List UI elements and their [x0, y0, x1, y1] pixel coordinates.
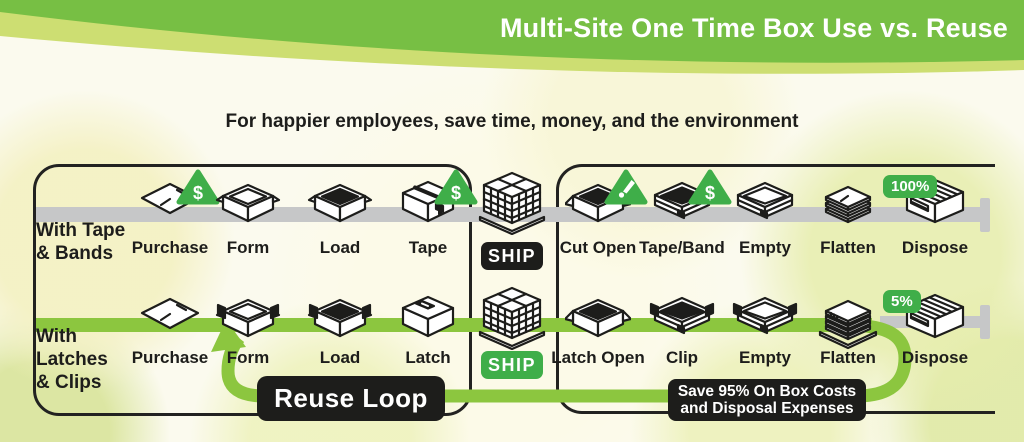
- step-label-latch-open: Latch Open: [551, 348, 645, 367]
- step-label-tape: Tape: [408, 238, 448, 257]
- step-label-cut-open: Cut Open: [559, 238, 637, 257]
- step-label-dispose: Dispose: [901, 348, 969, 367]
- step-label-clip: Clip: [665, 348, 699, 367]
- empty-box-icon: [732, 177, 798, 234]
- step-label-latch: Latch: [405, 348, 451, 367]
- origin-phase-outline: [33, 164, 472, 416]
- cost-triangle-icon: $: [434, 168, 478, 211]
- save-95-badge: Save 95% On Box Costs and Disposal Expen…: [668, 379, 866, 421]
- save-badge-line1: Save 95% On Box Costs: [677, 383, 857, 400]
- step-label-flatten: Flatten: [820, 348, 876, 367]
- row-label-tape-bands: With Tape& Bands: [36, 220, 126, 264]
- cost-triangle-icon: $: [688, 168, 732, 211]
- step-label-purchase: Purchase: [131, 238, 209, 257]
- ship-badge-tape-bands: SHIP: [481, 242, 543, 270]
- svg-text:$: $: [451, 183, 461, 203]
- step-label-form: Form: [226, 238, 270, 257]
- percent-badge-tape-bands: 100%: [883, 175, 938, 198]
- step-label-purchase: Purchase: [131, 348, 209, 367]
- latch-form-box-icon: [215, 292, 281, 349]
- step-label-tape-band: Tape/Band: [639, 238, 725, 257]
- percent-badge-latches-clips: 5%: [883, 290, 921, 313]
- box-cutter-triangle-icon: [604, 168, 648, 211]
- empty-clip-box-icon: [732, 292, 798, 349]
- flow-end-cap-top: [980, 198, 990, 232]
- latched-box-icon: [395, 292, 461, 349]
- step-label-empty: Empty: [739, 238, 791, 257]
- page-title: Multi-Site One Time Box Use vs. Reuse: [499, 13, 1008, 43]
- step-label-form: Form: [226, 348, 270, 367]
- latch-open-box-icon: [563, 292, 633, 349]
- clip-box-icon: [649, 292, 715, 349]
- flow-end-cap-bottom: [980, 305, 990, 339]
- step-label-load: Load: [319, 238, 361, 257]
- svg-text:$: $: [705, 183, 715, 203]
- reuse-loop-badge: Reuse Loop: [257, 376, 445, 421]
- ship-badge-latches-clips: SHIP: [481, 351, 543, 379]
- step-label-load: Load: [319, 348, 361, 367]
- step-label-empty: Empty: [739, 348, 791, 367]
- step-label-flatten: Flatten: [820, 238, 876, 257]
- pallet-icon: [477, 286, 547, 355]
- step-label-dispose: Dispose: [901, 238, 969, 257]
- banner-swoosh: [0, 0, 1024, 74]
- pallet-icon: [477, 171, 547, 240]
- subtitle: For happier employees, save time, money,…: [225, 111, 799, 132]
- cost-triangle-icon: $: [176, 168, 220, 211]
- svg-text:$: $: [193, 183, 203, 203]
- save-badge-line2: and Disposal Expenses: [680, 400, 854, 417]
- open-box-icon: [215, 177, 281, 234]
- flat-stack-icon: [815, 177, 881, 234]
- loaded-box-icon: [307, 177, 373, 234]
- latch-load-box-icon: [307, 292, 373, 349]
- flat-box-icon: [137, 292, 203, 349]
- flat-stack-pallet-icon: [815, 292, 881, 355]
